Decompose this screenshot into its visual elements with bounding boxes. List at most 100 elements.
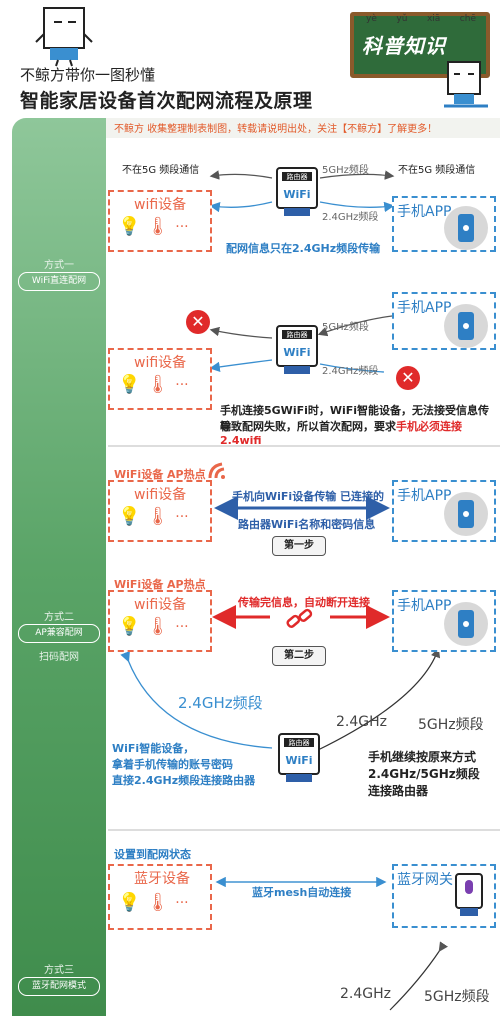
- board-pinyin: yè yǔ xiā chē: [366, 14, 476, 24]
- svg-text:WiFi: WiFi: [283, 188, 310, 201]
- board-text: 科普知识: [362, 34, 446, 58]
- thermometer-icon: 🌡: [146, 216, 170, 237]
- more-icon: ···: [175, 508, 189, 525]
- pinyin-3: xiā: [426, 14, 441, 24]
- thermometer-icon: 🌡: [146, 374, 170, 395]
- s2-right-note1: 手机继续按原来方式: [368, 750, 477, 764]
- pinyin-1: yè: [366, 14, 377, 24]
- s1b-wifi-device-box: [108, 348, 212, 410]
- fail-x-icon: ✕: [396, 366, 420, 390]
- mascot-image: [32, 6, 102, 72]
- s2-device-icons1: 💡 🌡 ···: [118, 506, 189, 527]
- s1-wifi-device-label: wifi设备: [134, 197, 187, 213]
- s3-status: 设置到配网状态: [114, 848, 191, 861]
- svg-text:路由器: 路由器: [287, 330, 308, 339]
- s1-band5-label: 5GHz频段: [322, 165, 369, 176]
- s1b-device-icons: 💡 🌡 ···: [118, 374, 189, 395]
- svg-text:WiFi: WiFi: [285, 754, 312, 767]
- s2-phone-app-label2: 手机APP: [397, 598, 452, 614]
- s2-left-note1: WiFi智能设备，: [112, 742, 195, 755]
- router-icon: 路由器 WiFi: [276, 732, 322, 782]
- header-subtitle: 不鲸方带你一图秒懂: [20, 66, 156, 84]
- s2-msg1a: 手机向WiFi设备传输 已连接的: [232, 490, 385, 503]
- s2-msg2: 传输完信息，自动断开连接: [238, 596, 370, 609]
- microphone-gateway-icon: [446, 870, 490, 924]
- s2-right-note2: 2.4GHz/5GHz频段: [368, 767, 480, 781]
- more-icon: ···: [175, 218, 189, 235]
- bulb-icon: 💡: [118, 616, 141, 637]
- thermometer-icon: 🌡: [146, 616, 170, 637]
- pinyin-4: chē: [459, 14, 476, 24]
- router-icon: 路由器 WiFi: [274, 324, 320, 374]
- s2-ap-label2: WiFi设备 AP热点: [114, 578, 206, 591]
- s2-band5-right: 5GHz频段: [418, 717, 484, 733]
- phone-icon: [444, 206, 488, 250]
- wifi-signal-icon: [206, 458, 234, 486]
- step2-badge: 第二步: [272, 646, 326, 666]
- method2-pill: AP兼容配网: [18, 624, 100, 643]
- s1-band24-label: 2.4GHz频段: [322, 212, 379, 223]
- s3-band24: 2.4GHz: [340, 986, 391, 1002]
- pinyin-2: yǔ: [396, 14, 408, 24]
- phone-icon: [444, 492, 488, 536]
- s1b-note-line2-text: 导致配网失败，所以首次配网，要求: [220, 420, 396, 433]
- s1-left-top-note: 不在5G 频段通信: [122, 165, 200, 176]
- phone-icon: [444, 304, 488, 348]
- s1b-wifi-device-label: wifi设备: [134, 355, 187, 371]
- s2-wifi-device-box1: [108, 480, 212, 542]
- s1b-note-highlight: 手机必须连接2.4wifi: [220, 420, 462, 447]
- bulb-icon: 💡: [118, 506, 141, 527]
- s3-band5: 5GHz频段: [424, 989, 490, 1005]
- copyright-notice: 不鲸方 收集整理制表制图，转载请说明出处，关注【不鲸方】了解更多！: [114, 124, 438, 135]
- s2-phone-app-label1: 手机APP: [397, 488, 452, 504]
- s2-wifi-device-label2: wifi设备: [134, 597, 187, 613]
- s1-device-icons: 💡 🌡 ···: [118, 216, 189, 237]
- thermometer-icon: 🌡: [146, 506, 170, 527]
- s3-bt-device-label: 蓝牙设备: [134, 871, 190, 887]
- phone-icon: [444, 602, 488, 646]
- router-icon: 路由器 WiFi: [274, 166, 320, 216]
- method-sidebar: [12, 118, 106, 1016]
- s1-right-top-note: 不在5G 频段通信: [398, 165, 476, 176]
- s2-msg1b: 路由器WiFi名称和密码信息: [238, 518, 376, 531]
- s1b-note-line1: 手机连接5GWiFi时，WiFi智能设备，无法接受信息传输: [220, 404, 490, 433]
- more-icon: ···: [175, 894, 189, 911]
- more-icon: ···: [175, 618, 189, 635]
- s2-band24-label: 2.4GHz频段: [178, 694, 263, 712]
- more-icon: ···: [175, 376, 189, 393]
- s1b-phone-app-label: 手机APP: [397, 300, 452, 316]
- bulb-icon: 💡: [118, 374, 141, 395]
- s2-right-note3: 连接路由器: [368, 784, 429, 798]
- step1-badge: 第一步: [272, 536, 326, 556]
- s2-left-note2: 拿着手机传输的账号密码: [112, 758, 233, 771]
- s2-wifi-device-label1: wifi设备: [134, 487, 187, 503]
- s2-device-icons2: 💡 🌡 ···: [118, 616, 189, 637]
- thermometer-icon: 🌡: [146, 892, 170, 913]
- s2-wifi-device-box2: [108, 590, 212, 652]
- s1-note: 配网信息只在2.4GHz频段传输: [226, 242, 381, 255]
- s2-band24-right: 2.4GHz: [336, 714, 387, 730]
- s3-mesh-label: 蓝牙mesh自动连接: [252, 886, 352, 899]
- s1-wifi-device-box: [108, 190, 212, 252]
- bulb-icon: 💡: [118, 216, 141, 237]
- s1b-band5-label: 5GHz频段: [322, 322, 369, 333]
- s1b-band24-label: 2.4GHz频段: [322, 366, 379, 377]
- s3-device-icons: 💡 🌡 ···: [118, 892, 189, 913]
- method1-label: 方式一: [44, 260, 74, 271]
- method3-label: 方式三: [44, 965, 74, 976]
- page-title: 智能家居设备首次配网流程及原理: [20, 90, 313, 112]
- s2-ap-label1: WiFi设备 AP热点: [114, 468, 206, 481]
- s1b-note-line2: 导致配网失败，所以首次配网，要求手机必须连接2.4wifi: [220, 418, 500, 447]
- svg-text:路由器: 路由器: [287, 172, 308, 181]
- fail-x-icon: ✕: [186, 310, 210, 334]
- method1-pill: WiFi直连配网: [18, 272, 100, 291]
- bulb-icon: 💡: [118, 892, 141, 913]
- method2-label: 方式二: [44, 612, 74, 623]
- method2-extra: 扫码配网: [39, 652, 79, 663]
- s3-bt-device-box: [108, 864, 212, 930]
- svg-text:WiFi: WiFi: [283, 346, 310, 359]
- broken-link-icon: [284, 604, 314, 638]
- s3-gateway-label: 蓝牙网关: [397, 872, 453, 888]
- svg-text:路由器: 路由器: [289, 738, 310, 747]
